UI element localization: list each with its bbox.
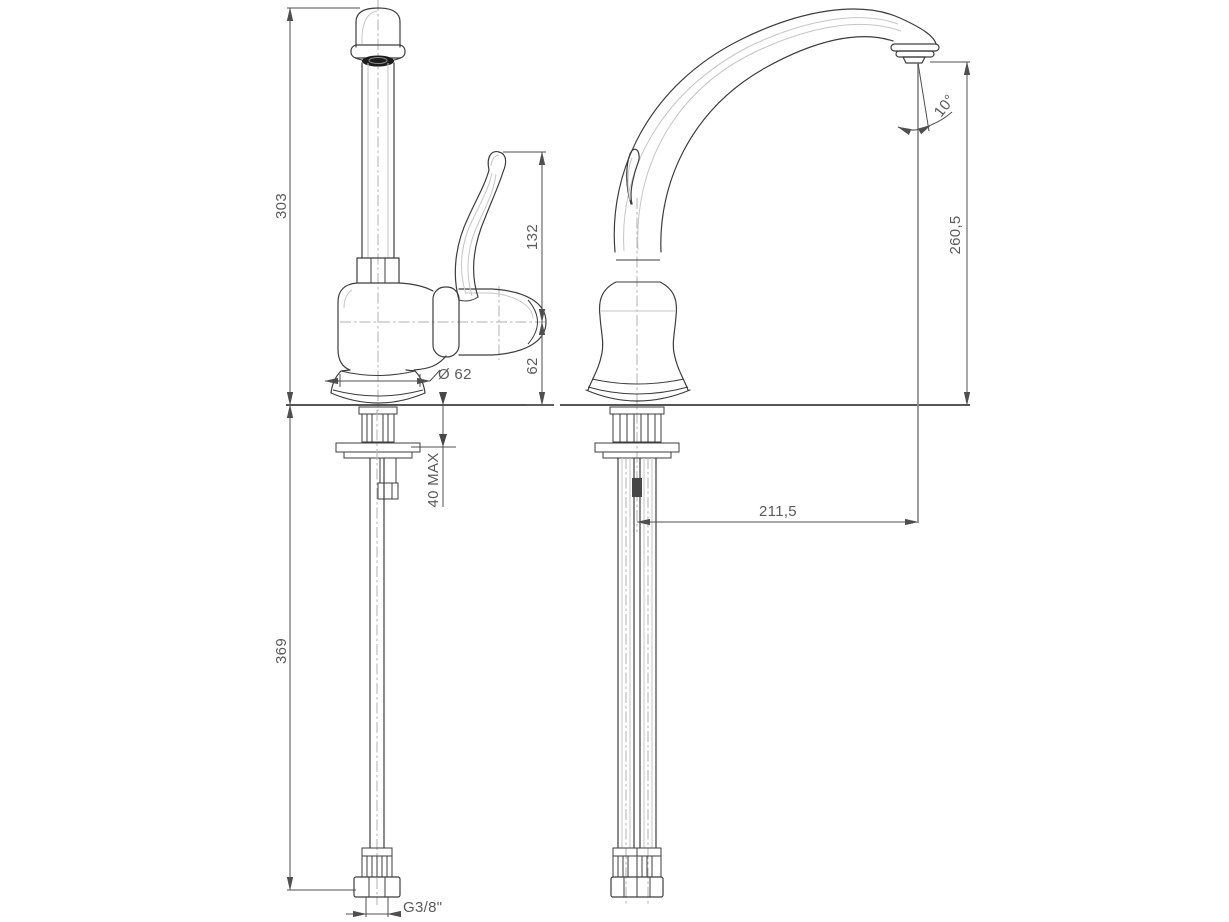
dim-front-height: 303 [273, 7, 360, 406]
dim-outlet-angle: 10° [897, 62, 959, 523]
dim-label-below-counter: 369 [273, 638, 290, 664]
dimensions: 303 369 132 62 Ø 62 [273, 7, 971, 918]
supply-hoses [617, 457, 657, 849]
dim-thread-size: G3/8" [346, 897, 442, 918]
dim-outlet-height: 260,5 [930, 61, 971, 406]
front-cartridge-dome [458, 288, 547, 356]
side-spout-arch [613, 8, 940, 253]
front-undercounter-assembly [335, 406, 421, 905]
side-spout-outlet [890, 43, 940, 64]
dim-label-base-diameter: Ø 62 [438, 366, 472, 383]
side-fitting [379, 457, 397, 484]
side-handle-lever [626, 148, 640, 205]
dim-label-spout-center-height: 62 [524, 357, 541, 374]
side-body [585, 259, 691, 402]
front-spout-head [350, 7, 406, 67]
dim-below-counter-length: 369 [273, 404, 356, 891]
front-handle-lever [454, 151, 507, 302]
supply-pipe [369, 457, 385, 849]
dim-handle-height: 132 [503, 151, 546, 323]
front-spout-tube [356, 62, 400, 284]
dim-label-outlet-height: 260,5 [947, 215, 964, 254]
dim-spout-reach: 211,5 [636, 503, 919, 526]
dim-base-diameter: Ø 62 [324, 366, 472, 387]
dim-label-outlet-angle: 10° [931, 91, 959, 120]
front-cartridge-ring [432, 286, 460, 358]
dim-label-counter-max: 40 MAX [425, 452, 442, 507]
front-view [330, 0, 548, 905]
dim-label-front-height: 303 [273, 193, 290, 219]
dim-label-thread-size: G3/8" [403, 899, 442, 916]
hose-fitting [632, 478, 642, 497]
mounting-flange [335, 442, 421, 453]
dim-spout-center-height: 62 [524, 321, 554, 406]
dim-label-spout-reach: 211,5 [759, 503, 797, 520]
front-body [330, 282, 547, 404]
side-view [585, 8, 940, 905]
dim-label-handle-height: 132 [524, 224, 541, 250]
side-undercounter-assembly [594, 406, 680, 905]
hose-nut [353, 876, 401, 898]
dim-counter-max-thickness: 40 MAX [411, 392, 456, 508]
